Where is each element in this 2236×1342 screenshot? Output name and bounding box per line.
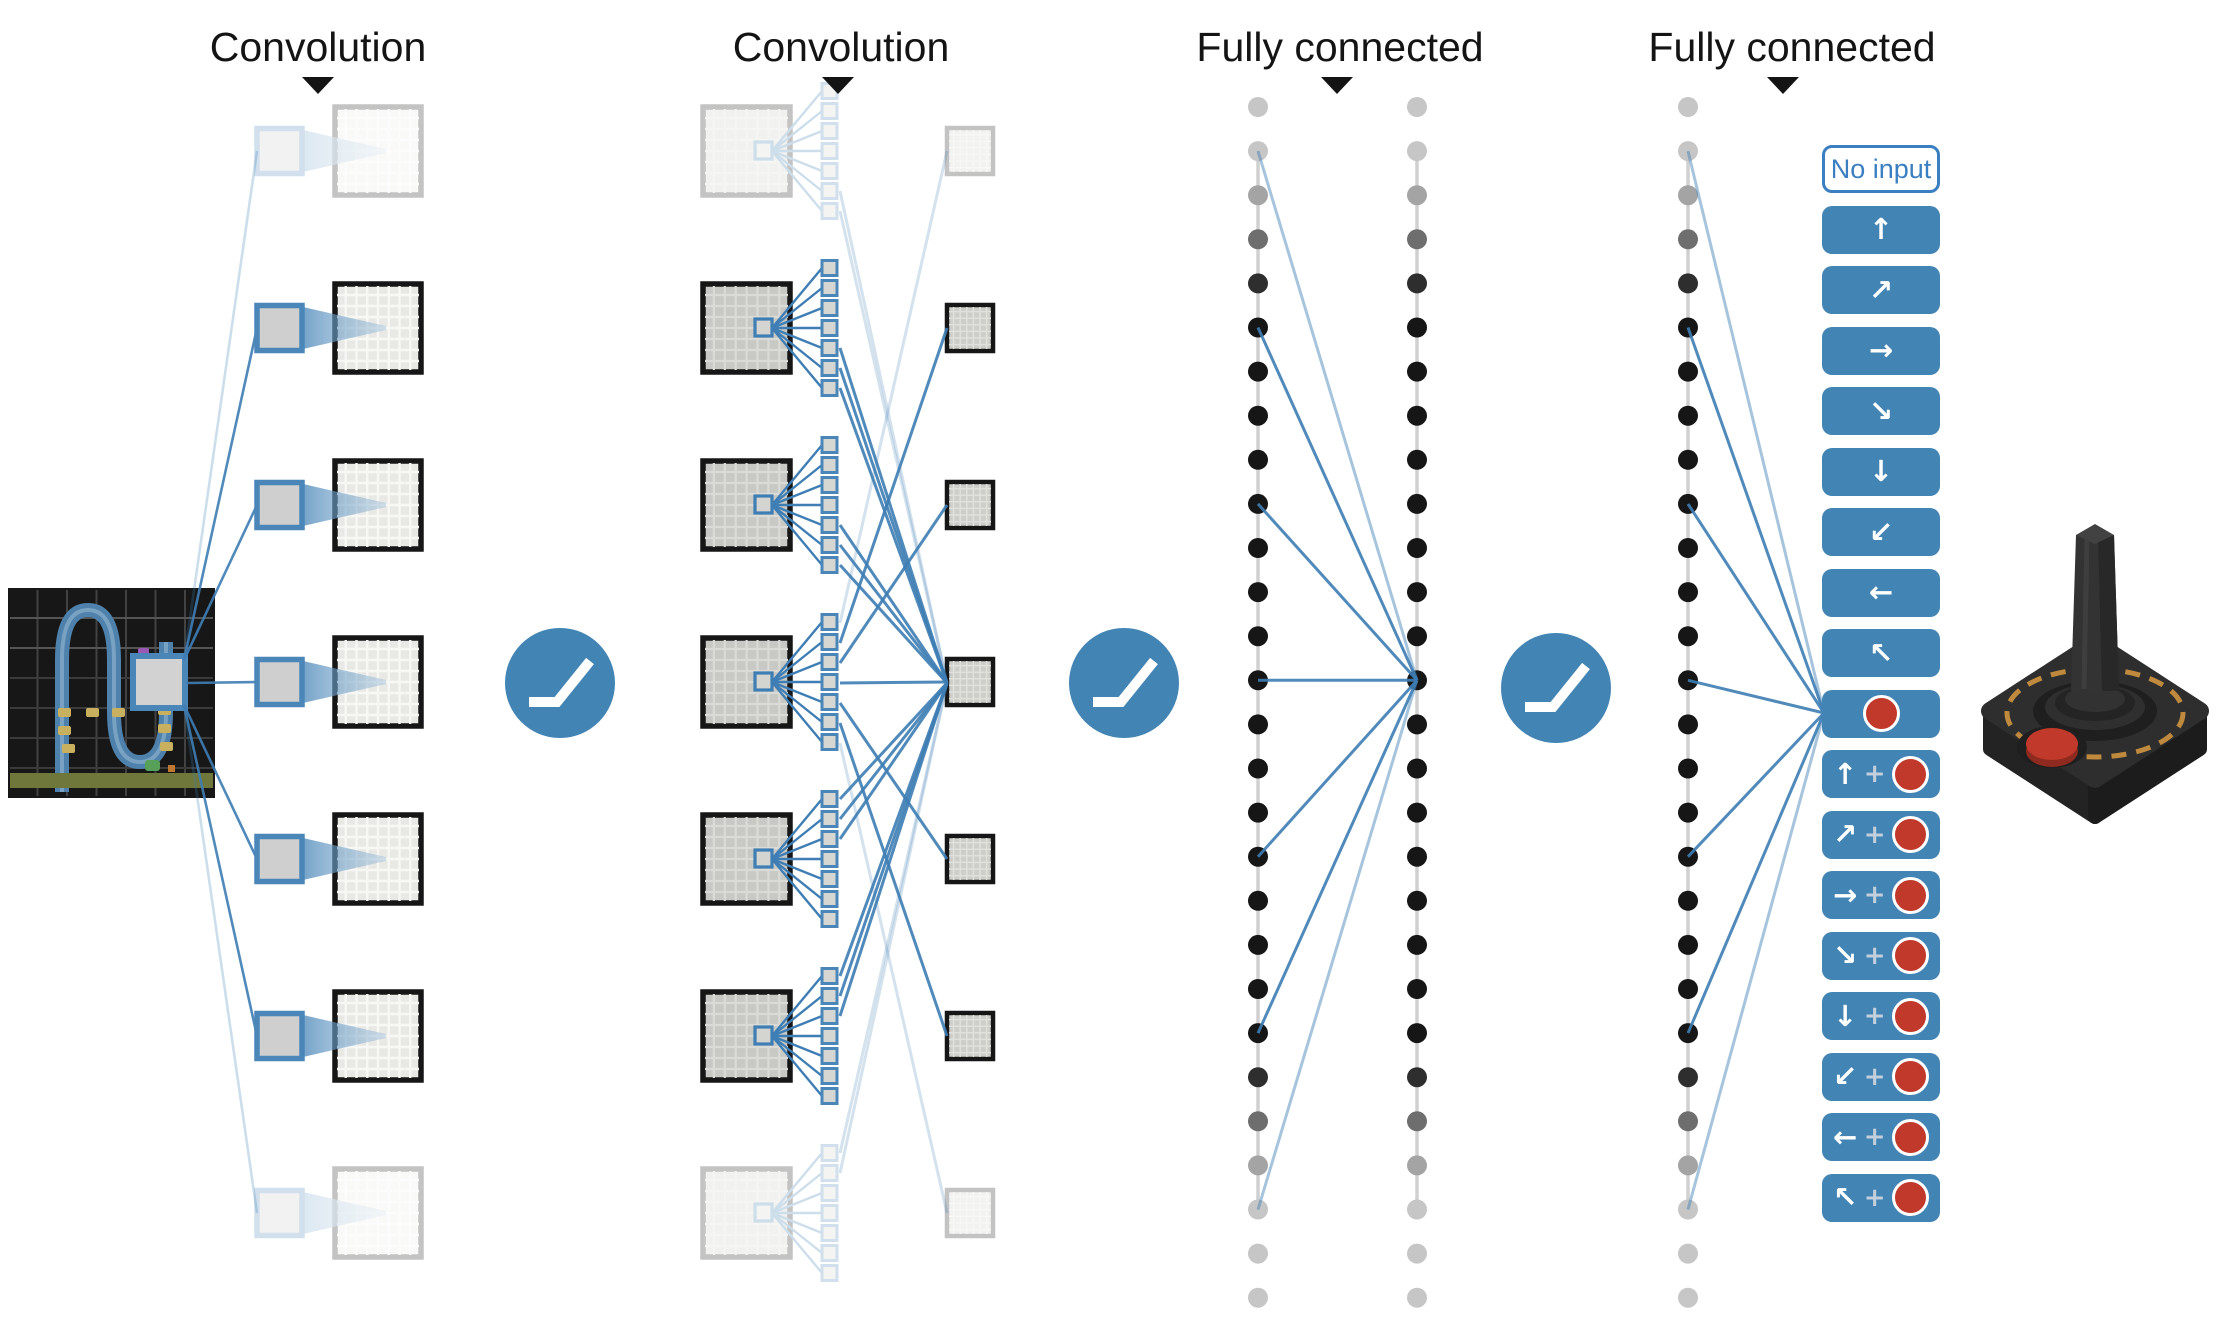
fire-button-icon <box>1891 816 1929 853</box>
action-button-up-right-fire[interactable]: ↗+ <box>1822 810 1940 859</box>
conv1-layer <box>254 104 424 1260</box>
fc-fan-2 <box>1686 150 1826 1210</box>
direction-arrow-icon: ↙ <box>1833 1059 1858 1093</box>
layer-label-fully-connected-1: Fully connected <box>1196 24 1484 70</box>
direction-arrow-icon: ↗ <box>1833 817 1858 851</box>
direction-arrow-icon: ↖ <box>1833 1180 1858 1214</box>
layer-label-convolution-2: Convolution <box>732 24 950 70</box>
conv2-feature-map <box>700 967 996 1105</box>
direction-arrow-icon: ↘ <box>1833 938 1858 972</box>
atari-joystick <box>1981 524 2209 824</box>
plus-sign: + <box>1863 759 1886 789</box>
action-button-down[interactable]: ↓ <box>1822 447 1940 496</box>
action-button-no-input[interactable]: No input <box>1822 145 1940 193</box>
action-button-right[interactable]: → <box>1822 326 1940 375</box>
action-button-up[interactable]: ↑ <box>1822 205 1940 254</box>
patch-fan <box>182 150 259 1214</box>
action-button-down-fire[interactable]: ↓+ <box>1822 992 1940 1040</box>
relu-icon-2 <box>1069 628 1179 738</box>
plus-sign: + <box>1863 1001 1886 1031</box>
fire-button-icon <box>1891 937 1929 974</box>
conv2-feature-map <box>700 613 996 751</box>
direction-arrow-icon: ↓ <box>1833 998 1858 1033</box>
conv2-connections <box>838 150 949 1214</box>
action-button-down-right[interactable]: ↘ <box>1822 387 1940 435</box>
action-button-down-left[interactable]: ↙ <box>1822 508 1940 556</box>
fire-button-icon <box>1891 1118 1929 1156</box>
action-button-up-fire[interactable]: ↑+ <box>1822 750 1940 798</box>
fc-fan-1 <box>1256 150 1419 1210</box>
conv2-feature-map <box>700 259 996 397</box>
layer-arrow-2 <box>822 77 854 94</box>
direction-arrow-icon: ↖ <box>1868 635 1894 670</box>
direction-arrow-icon: ↗ <box>1868 272 1894 307</box>
fire-button-icon <box>1862 695 1900 732</box>
direction-arrow-icon: ↑ <box>1868 212 1894 246</box>
direction-arrow-icon: → <box>1833 877 1858 912</box>
conv1-feature-map <box>254 104 424 198</box>
conv2-layer <box>700 82 996 1282</box>
layer-label-convolution-1: Convolution <box>209 24 427 70</box>
relu-icon-1 <box>505 628 615 738</box>
conv2-feature-map <box>700 790 996 928</box>
conv1-feature-map <box>254 281 424 375</box>
direction-arrow-icon: ↘ <box>1868 393 1894 428</box>
relu-icon-3 <box>1501 633 1611 743</box>
conv2-feature-map <box>700 1144 996 1282</box>
direction-arrow-icon: ← <box>1833 1119 1858 1154</box>
action-button-up-right[interactable]: ↗ <box>1822 266 1940 314</box>
conv1-feature-map <box>254 989 424 1083</box>
plus-sign: + <box>1863 1061 1886 1092</box>
action-button-up-left[interactable]: ↖ <box>1822 629 1940 677</box>
direction-arrow-icon: ← <box>1868 575 1894 609</box>
layer-arrow-4 <box>1767 77 1799 94</box>
conv2-feature-map <box>700 82 996 220</box>
action-button-left-fire[interactable]: ←+ <box>1822 1113 1940 1161</box>
conv1-feature-map <box>254 635 424 729</box>
direction-arrow-icon: → <box>1868 333 1894 367</box>
conv2-feature-map <box>700 436 996 574</box>
conv1-feature-map <box>254 1166 424 1260</box>
plus-sign: + <box>1863 880 1886 910</box>
action-button-right-fire[interactable]: →+ <box>1822 871 1940 919</box>
plus-sign: + <box>1863 819 1886 850</box>
conv1-feature-map <box>254 458 424 552</box>
action-button-left[interactable]: ← <box>1822 568 1940 617</box>
layer-arrow-1 <box>302 77 334 94</box>
fire-button-icon <box>1891 755 1929 793</box>
action-button-down-left-fire[interactable]: ↙+ <box>1822 1052 1940 1101</box>
plus-sign: + <box>1863 1122 1886 1152</box>
layer-label-fully-connected-2: Fully connected <box>1648 24 1936 70</box>
conv1-feature-map <box>254 812 424 906</box>
fc-column-3 <box>1678 97 1698 1308</box>
direction-arrow-icon: ↙ <box>1868 514 1894 549</box>
fc-column-1 <box>1248 97 1268 1308</box>
game-screen <box>8 588 215 798</box>
fire-button-icon <box>1891 1179 1929 1216</box>
layer-arrow-3 <box>1321 77 1353 94</box>
action-button-fire[interactable] <box>1822 689 1940 738</box>
fire-button-icon <box>1891 1058 1929 1095</box>
fire-button-icon <box>1891 997 1929 1035</box>
plus-sign: + <box>1863 940 1886 971</box>
action-button-down-right-fire[interactable]: ↘+ <box>1822 931 1940 980</box>
direction-arrow-icon: ↓ <box>1868 454 1894 488</box>
plus-sign: + <box>1863 1182 1886 1213</box>
fire-button-icon <box>1891 876 1929 914</box>
direction-arrow-icon: ↑ <box>1833 756 1858 791</box>
action-button-up-left-fire[interactable]: ↖+ <box>1822 1173 1940 1222</box>
